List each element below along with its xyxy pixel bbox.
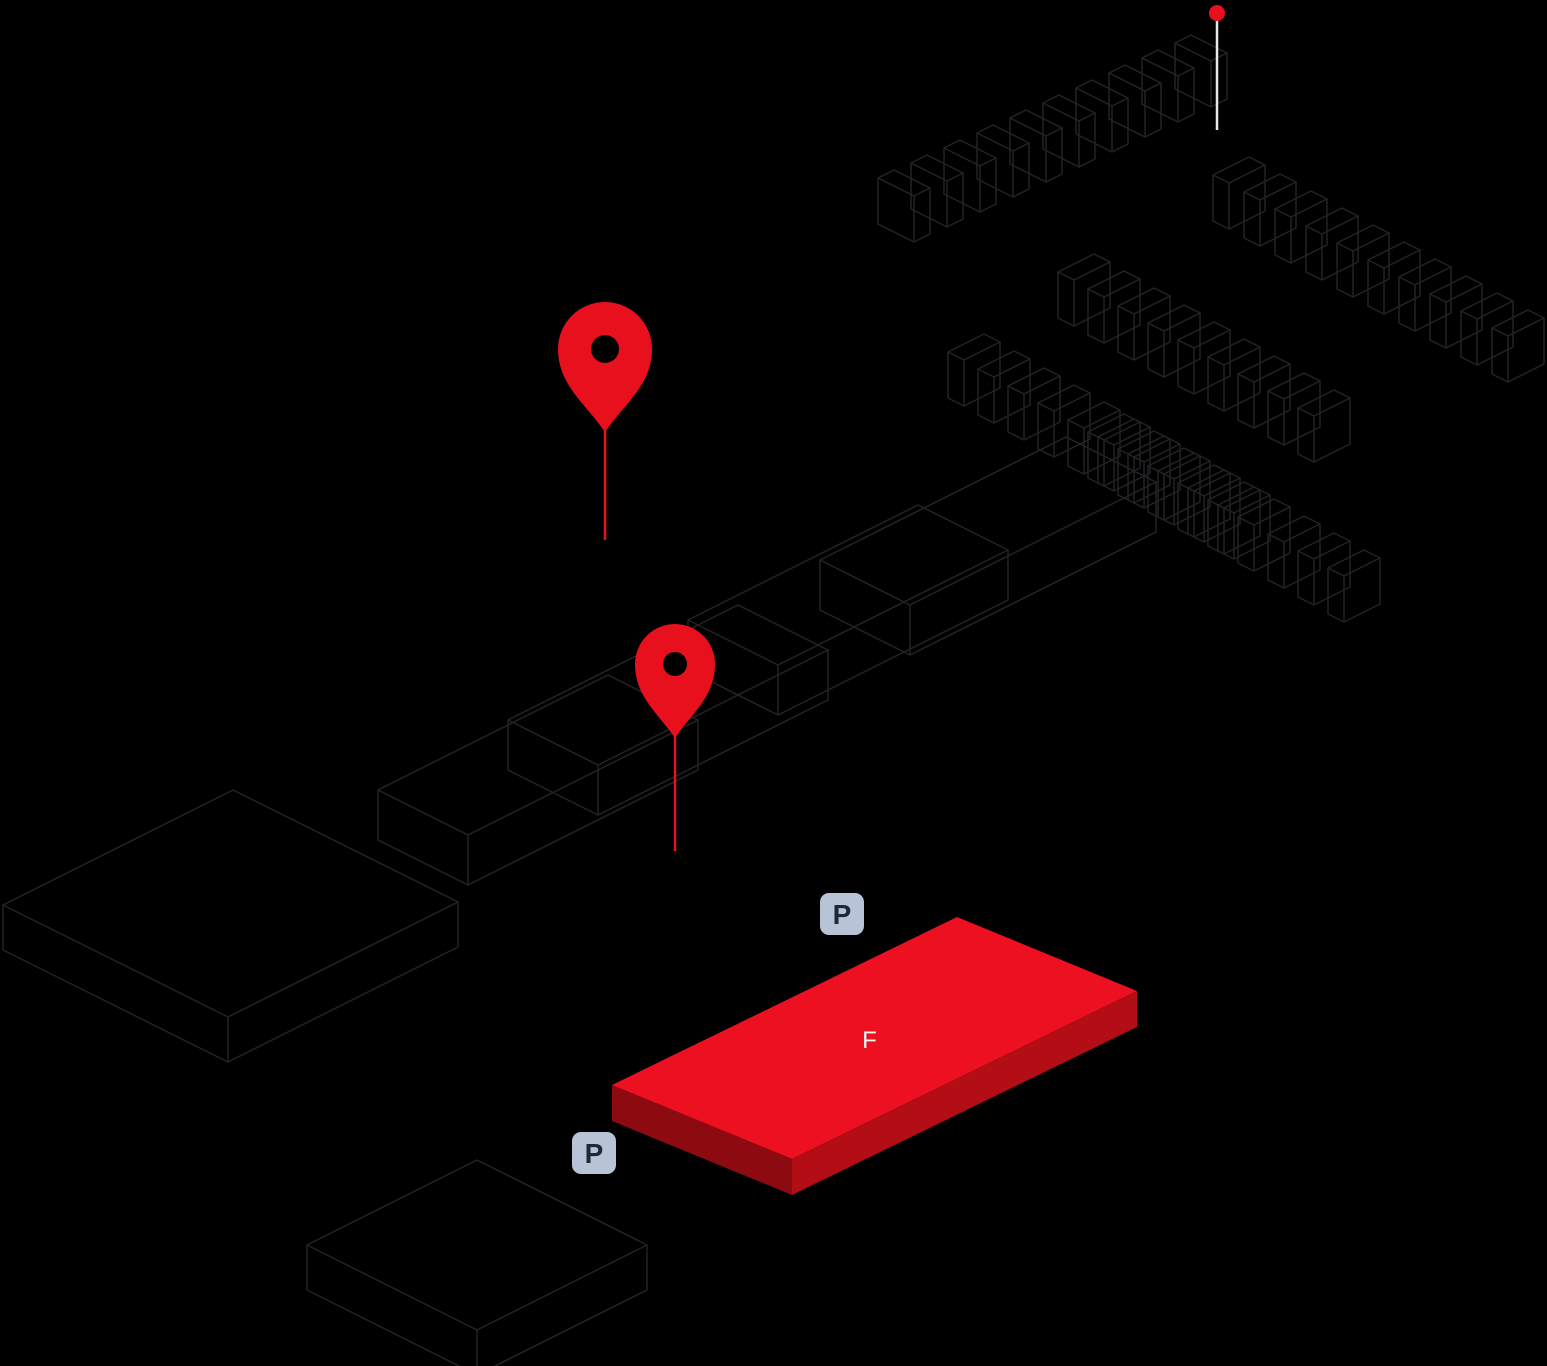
map-pin-icon[interactable] bbox=[635, 624, 715, 851]
building-f[interactable]: F bbox=[612, 917, 1137, 1195]
building-slab-outline bbox=[307, 1160, 647, 1366]
parking-badge-bg bbox=[572, 1132, 616, 1174]
building-f-side bbox=[612, 1085, 792, 1195]
parking-icon[interactable]: P bbox=[572, 1132, 616, 1174]
parking-badge-letter: P bbox=[833, 899, 852, 930]
building-outlines-layer bbox=[3, 34, 1545, 1366]
building-f-top bbox=[612, 917, 1137, 1159]
pin-body bbox=[558, 302, 652, 432]
building-f-label: F bbox=[862, 1027, 878, 1054]
parking-badge-bg bbox=[820, 893, 864, 935]
parking-icon[interactable]: P bbox=[820, 893, 864, 935]
dot-pin-icon[interactable] bbox=[1209, 5, 1225, 130]
map-pin-icon[interactable] bbox=[558, 302, 652, 540]
parking-badge-letter: P bbox=[585, 1138, 604, 1169]
building-bar-outline bbox=[820, 437, 1156, 655]
building-f-front bbox=[792, 991, 1137, 1195]
pin-hole bbox=[591, 335, 619, 363]
pin-hole bbox=[663, 652, 687, 676]
building-slab-outline bbox=[3, 790, 458, 1062]
building-bar-outline bbox=[378, 675, 698, 885]
building-bar-outline bbox=[508, 605, 828, 815]
pin-body bbox=[635, 624, 715, 738]
dot-pin-dot bbox=[1209, 5, 1225, 21]
